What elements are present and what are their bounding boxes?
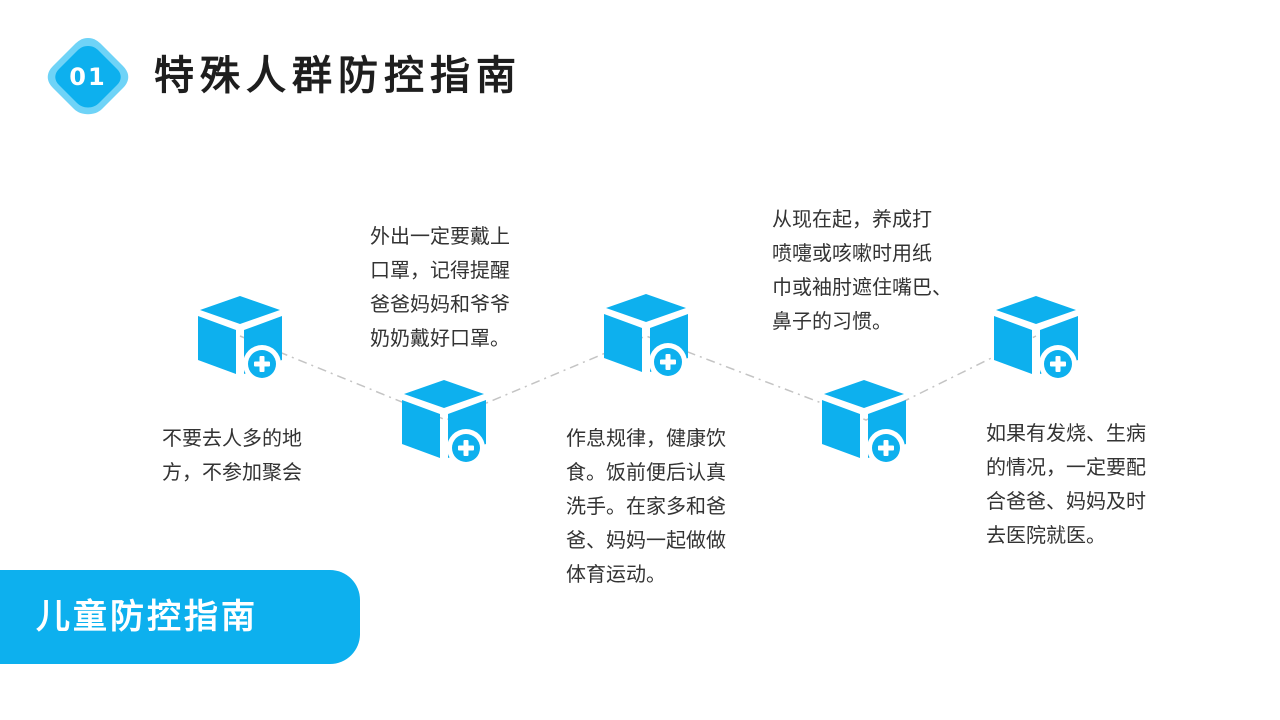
tip-text-4: 从现在起，养成打 喷嚏或咳嗽时用纸 巾或袖肘遮住嘴巴、 鼻子的习惯。 xyxy=(772,202,952,338)
section-banner xyxy=(0,570,360,664)
tip-text-2: 外出一定要戴上 口罩，记得提醒 爸爸妈妈和爷爷 奶奶戴好口罩。 xyxy=(370,219,510,355)
box-icon-5 xyxy=(988,290,1084,386)
tip-line: 从现在起，养成打 xyxy=(772,207,932,231)
tip-line: 不要去人多的地 xyxy=(162,426,302,450)
page-title: 特殊人群防控指南 xyxy=(154,53,522,99)
tip-line: 喷嚏或咳嗽时用纸 xyxy=(772,241,932,265)
box-icon-4 xyxy=(816,374,912,470)
section-number-badge xyxy=(44,36,132,118)
tip-line: 外出一定要戴上 xyxy=(370,224,510,248)
tip-text-3: 作息规律，健康饮 食。饭前便后认真 洗手。在家多和爸 爸、妈妈一起做做 体育运动… xyxy=(566,421,726,591)
tip-line: 爸、妈妈一起做做 xyxy=(566,528,726,552)
tip-line: 方，不参加聚会 xyxy=(162,460,302,484)
tip-line: 爸爸妈妈和爷爷 xyxy=(370,292,510,316)
tip-line: 的情况，一定要配 xyxy=(986,455,1146,479)
box-icon-3 xyxy=(598,288,694,384)
tip-text-5: 如果有发烧、生病 的情况，一定要配 合爸爸、妈妈及时 去医院就医。 xyxy=(986,416,1146,552)
tip-line: 洗手。在家多和爸 xyxy=(566,494,726,518)
rounded-diamond-icon xyxy=(47,38,129,115)
box-icon-2 xyxy=(396,374,492,470)
tip-line: 食。饭前便后认真 xyxy=(566,460,726,484)
tip-line: 如果有发烧、生病 xyxy=(986,421,1146,445)
tip-line: 合爸爸、妈妈及时 xyxy=(986,489,1146,513)
tip-line: 口罩，记得提醒 xyxy=(370,258,510,282)
section-number: 01 xyxy=(69,63,107,91)
section-banner-label: 儿童防控指南 xyxy=(36,597,258,637)
tip-line: 鼻子的习惯。 xyxy=(772,309,892,333)
tip-line: 去医院就医。 xyxy=(986,523,1106,547)
box-icon-1 xyxy=(192,290,288,386)
tip-line: 体育运动。 xyxy=(566,562,666,586)
tip-line: 作息规律，健康饮 xyxy=(566,426,726,450)
tip-text-1: 不要去人多的地 方，不参加聚会 xyxy=(162,421,302,489)
tip-line: 巾或袖肘遮住嘴巴、 xyxy=(772,275,952,299)
tip-line: 奶奶戴好口罩。 xyxy=(370,326,510,350)
